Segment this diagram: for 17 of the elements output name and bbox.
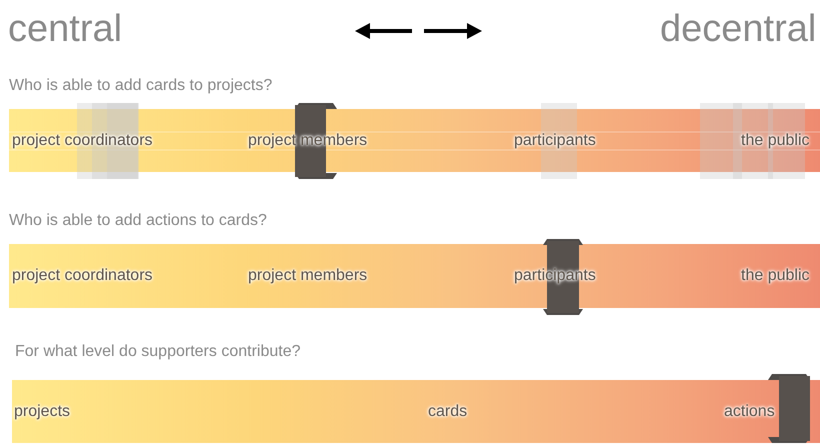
option-label: cards: [428, 402, 468, 422]
option-label: actions: [724, 402, 775, 422]
scale-bar: [9, 244, 820, 308]
axis-end-label: decentral: [660, 8, 816, 51]
axis-end-label: central: [8, 8, 122, 51]
option-label: the public: [741, 266, 810, 286]
scale-bar: [12, 380, 820, 443]
question-text: For what level do supporters contribute?: [15, 343, 300, 361]
scale-bar: [9, 109, 820, 172]
option-label: projects: [14, 402, 70, 422]
option-label: the public: [741, 130, 810, 150]
option-label: project members: [248, 266, 368, 286]
question-text: Who is able to add actions to cards?: [9, 212, 267, 230]
option-label: project coordinators: [12, 266, 153, 286]
question-text: Who is able to add cards to projects?: [9, 77, 272, 95]
option-label: participants: [514, 130, 596, 150]
option-label: project coordinators: [12, 130, 153, 150]
